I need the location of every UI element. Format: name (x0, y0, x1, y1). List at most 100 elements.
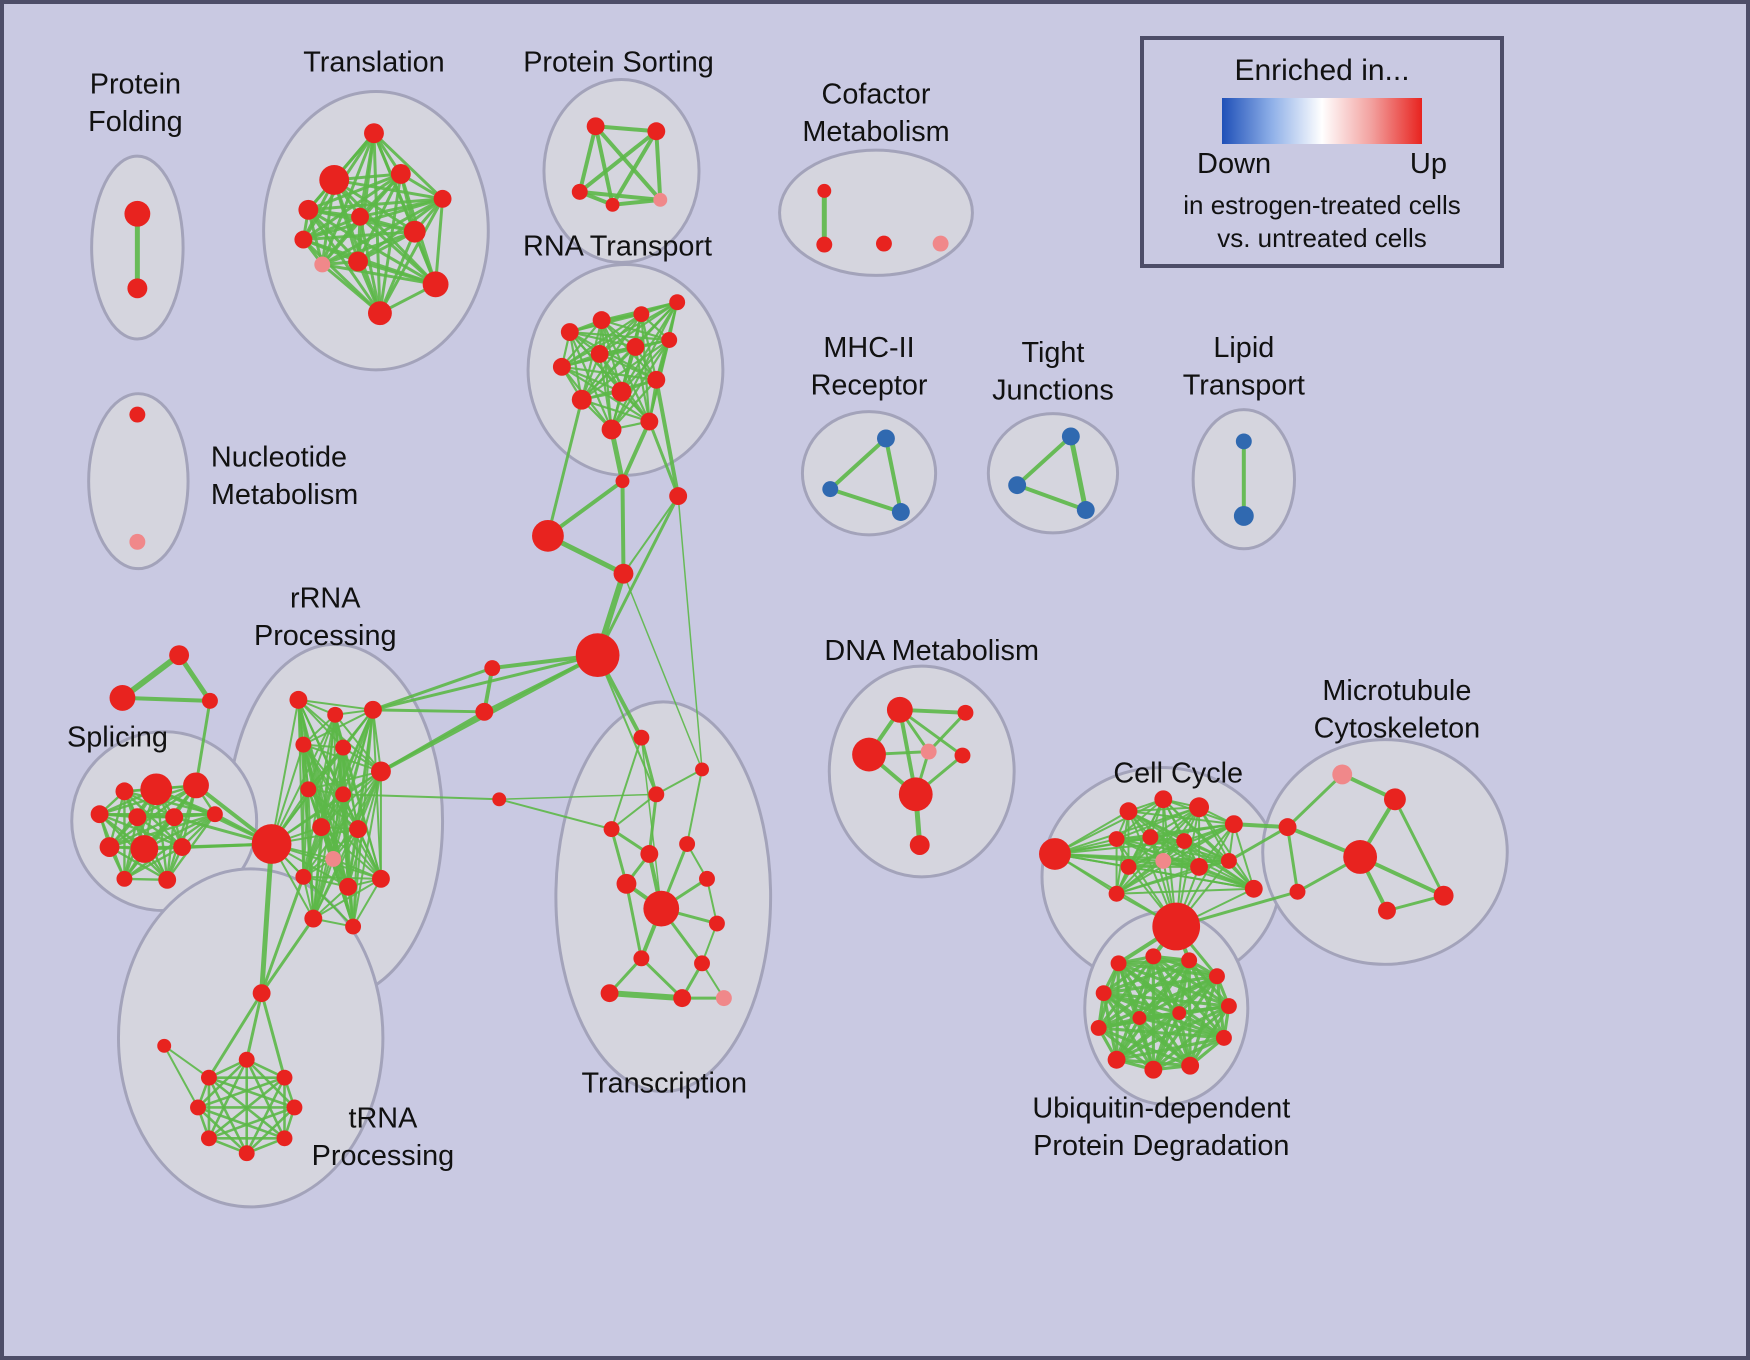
node-T9[interactable] (314, 256, 331, 273)
node-MC7[interactable] (1289, 883, 1306, 900)
node-T10[interactable] (348, 251, 368, 272)
node-TC11[interactable] (633, 950, 650, 967)
node-CC2[interactable] (1119, 802, 1138, 821)
node-U1[interactable] (1110, 955, 1127, 972)
node-C6[interactable] (484, 660, 501, 677)
node-T7[interactable] (403, 220, 426, 243)
node-M2[interactable] (822, 481, 839, 498)
node-RR11[interactable] (349, 820, 368, 839)
node-TC12[interactable] (694, 955, 710, 972)
node-D1[interactable] (886, 696, 913, 723)
node-RR16[interactable] (345, 918, 362, 935)
node-D7[interactable] (909, 835, 930, 855)
node-TR9[interactable] (276, 1130, 293, 1147)
node-TC5[interactable] (640, 845, 659, 863)
node-T3[interactable] (298, 199, 319, 220)
node-M1[interactable] (876, 429, 895, 448)
node-R1[interactable] (560, 323, 579, 342)
node-MC1[interactable] (1332, 764, 1353, 785)
node-NM1[interactable] (129, 406, 146, 423)
node-S0b[interactable] (109, 684, 136, 711)
node-TC4[interactable] (603, 821, 620, 838)
node-C2[interactable] (669, 487, 688, 506)
node-R6[interactable] (590, 344, 609, 363)
node-R8[interactable] (661, 332, 678, 348)
node-U10[interactable] (1144, 1060, 1163, 1079)
node-SP5[interactable] (128, 808, 147, 827)
node-T5[interactable] (433, 189, 452, 208)
node-SP7[interactable] (206, 806, 223, 823)
node-R11[interactable] (647, 370, 666, 389)
node-TC15[interactable] (715, 990, 732, 1007)
node-CM2[interactable] (816, 236, 833, 253)
node-CC3[interactable] (1154, 790, 1173, 809)
node-SP9[interactable] (130, 835, 159, 863)
node-C3[interactable] (532, 519, 564, 552)
node-RR5[interactable] (295, 736, 312, 753)
node-TR1[interactable] (252, 984, 271, 1003)
node-PS3[interactable] (571, 183, 588, 200)
node-TR2[interactable] (157, 1038, 172, 1053)
node-U13[interactable] (1172, 1006, 1187, 1020)
node-RR17[interactable] (371, 869, 390, 888)
node-LT2[interactable] (1233, 506, 1254, 526)
node-R9[interactable] (571, 389, 592, 410)
node-RR9[interactable] (335, 786, 352, 803)
node-TR7[interactable] (286, 1099, 303, 1116)
node-SP10[interactable] (173, 838, 192, 856)
node-CC9[interactable] (1155, 852, 1172, 869)
node-CC7[interactable] (1142, 829, 1159, 846)
node-CC12[interactable] (1220, 852, 1237, 869)
node-RR3[interactable] (327, 706, 344, 723)
node-TC8[interactable] (643, 890, 680, 927)
node-SP3[interactable] (115, 782, 134, 801)
node-TR6[interactable] (190, 1099, 206, 1116)
node-D3[interactable] (852, 737, 886, 772)
node-U6[interactable] (1220, 998, 1237, 1015)
node-RR8[interactable] (300, 781, 317, 798)
node-CC4[interactable] (1189, 797, 1210, 818)
node-TR3[interactable] (238, 1051, 255, 1068)
node-MC3[interactable] (1278, 818, 1297, 837)
node-T1[interactable] (364, 123, 384, 144)
node-D5[interactable] (954, 747, 971, 764)
node-TR8[interactable] (200, 1130, 217, 1147)
node-D6[interactable] (898, 777, 933, 812)
node-CC5[interactable] (1224, 815, 1243, 834)
node-TC6[interactable] (679, 836, 696, 852)
node-C4[interactable] (613, 563, 634, 584)
node-TR5[interactable] (276, 1069, 293, 1086)
node-SP8[interactable] (99, 837, 120, 857)
node-RR12[interactable] (325, 850, 342, 867)
node-SP4[interactable] (90, 805, 109, 824)
node-CC13[interactable] (1152, 902, 1201, 951)
node-T11[interactable] (422, 271, 449, 298)
node-R13[interactable] (640, 412, 659, 431)
node-U11[interactable] (1181, 1056, 1200, 1075)
node-TJ1[interactable] (1061, 427, 1080, 446)
node-U3[interactable] (1181, 952, 1198, 969)
node-NM2[interactable] (129, 533, 146, 550)
node-MC6[interactable] (1378, 901, 1396, 920)
node-TC14[interactable] (673, 989, 692, 1008)
node-SP1[interactable] (140, 773, 173, 806)
node-D4[interactable] (920, 743, 937, 760)
node-SP6[interactable] (165, 808, 184, 827)
node-CC10[interactable] (1120, 858, 1137, 875)
node-TC3[interactable] (648, 786, 665, 803)
node-MC4[interactable] (1343, 840, 1378, 874)
node-U12[interactable] (1132, 1011, 1147, 1025)
node-RR7[interactable] (370, 761, 391, 782)
node-CC1[interactable] (1039, 838, 1071, 870)
node-C1[interactable] (615, 474, 630, 489)
node-RR2[interactable] (289, 690, 308, 709)
node-RR15[interactable] (304, 909, 323, 928)
node-T2[interactable] (319, 165, 350, 195)
node-D2[interactable] (957, 704, 974, 721)
node-S0a[interactable] (169, 645, 190, 666)
node-T8[interactable] (294, 230, 313, 249)
node-U8[interactable] (1215, 1029, 1232, 1046)
node-R5[interactable] (552, 357, 571, 376)
node-TR10[interactable] (238, 1145, 255, 1162)
node-R12[interactable] (601, 419, 622, 440)
